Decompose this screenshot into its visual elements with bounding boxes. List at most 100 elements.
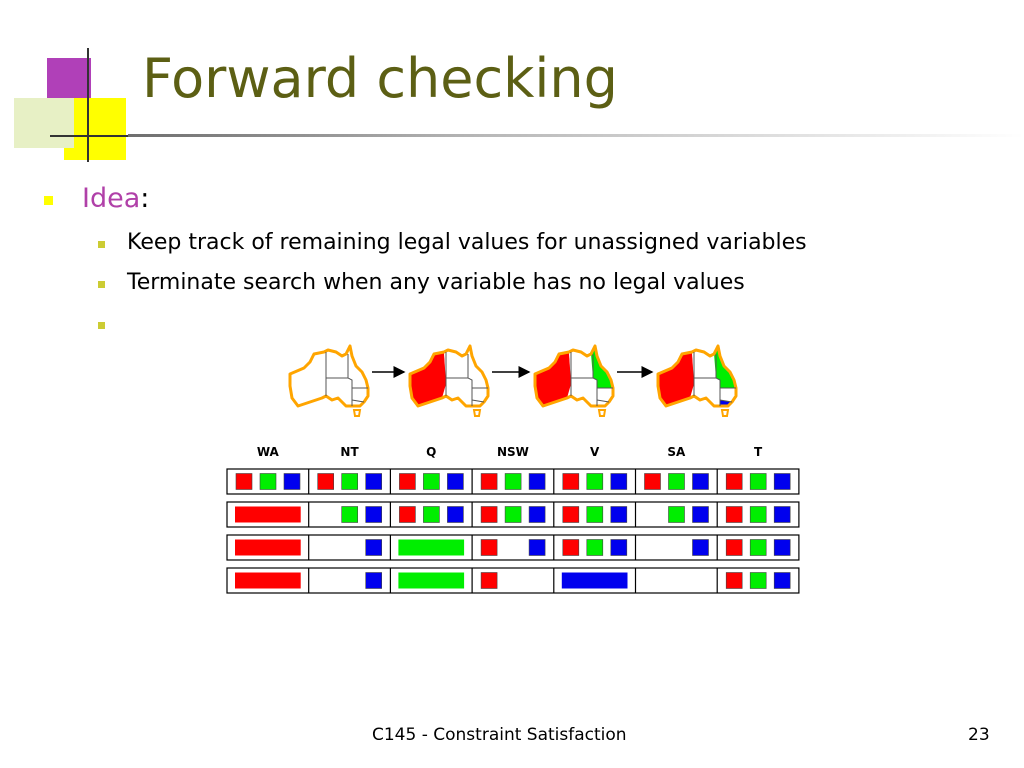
variable-header-t: T bbox=[754, 445, 763, 459]
bullet-level1-marker bbox=[44, 196, 53, 205]
domain-value-green bbox=[504, 506, 522, 523]
logo-yellow-square bbox=[64, 98, 126, 160]
bullet-level2-marker-empty bbox=[98, 322, 105, 329]
map-state-border bbox=[715, 354, 721, 406]
domain-value-green bbox=[749, 473, 767, 490]
domain-value-blue bbox=[773, 572, 791, 589]
assigned-value-bar-wa bbox=[235, 572, 301, 589]
domain-value-green bbox=[341, 473, 358, 490]
map-state-border bbox=[471, 399, 485, 403]
domain-value-red bbox=[644, 473, 661, 490]
variable-header-row: WA NT Q NSW V SA T bbox=[257, 445, 763, 459]
assigned-value-bar-q bbox=[398, 572, 465, 589]
domain-row-frame bbox=[226, 534, 800, 561]
domain-value-red bbox=[399, 506, 416, 523]
variable-header-v: V bbox=[590, 445, 600, 459]
domain-value-red bbox=[235, 473, 253, 490]
domain-value-blue bbox=[365, 572, 382, 589]
domain-row bbox=[226, 501, 800, 528]
domain-value-red bbox=[480, 572, 498, 589]
map-tasmania-outline bbox=[720, 409, 730, 417]
domain-value-green bbox=[668, 506, 685, 523]
domain-value-red bbox=[562, 473, 580, 490]
domain-value-blue bbox=[773, 473, 791, 490]
map-state-border bbox=[719, 399, 733, 403]
domain-value-green bbox=[749, 539, 767, 556]
domain-value-blue bbox=[528, 539, 546, 556]
domain-value-red bbox=[317, 473, 334, 490]
domain-value-red bbox=[480, 539, 498, 556]
map-state-border bbox=[347, 354, 353, 406]
domain-value-blue bbox=[773, 539, 791, 556]
logo-green-square bbox=[14, 98, 74, 148]
domain-value-blue bbox=[447, 473, 464, 490]
bullet-keep-track: Keep track of remaining legal values for… bbox=[127, 230, 807, 255]
bullet-idea: Idea: bbox=[82, 181, 149, 217]
map-state-border bbox=[351, 399, 365, 403]
map-region-wa bbox=[290, 352, 326, 406]
domain-value-blue bbox=[365, 506, 382, 523]
domain-value-green bbox=[423, 473, 440, 490]
domain-row bbox=[226, 567, 800, 594]
domain-table bbox=[226, 468, 800, 594]
map-region-sa bbox=[446, 378, 472, 406]
variable-header-nsw: NSW bbox=[497, 445, 529, 459]
domain-value-blue bbox=[692, 473, 709, 490]
domain-value-blue bbox=[773, 506, 791, 523]
domain-value-red bbox=[399, 473, 416, 490]
domain-value-green bbox=[423, 506, 440, 523]
domain-value-green bbox=[504, 473, 522, 490]
map-state-border bbox=[467, 354, 473, 406]
slide-title: Forward checking bbox=[142, 47, 618, 110]
map-state-border bbox=[596, 399, 610, 403]
map-region-wa bbox=[535, 352, 571, 406]
domain-value-blue bbox=[365, 539, 382, 556]
map-state-border bbox=[592, 354, 598, 406]
map-region-sa bbox=[571, 378, 597, 406]
variable-header-wa: WA bbox=[257, 445, 280, 459]
domain-value-red bbox=[562, 506, 580, 523]
map-region-nsw bbox=[472, 388, 488, 402]
australia-map bbox=[408, 344, 490, 417]
domain-value-blue bbox=[365, 473, 382, 490]
map-region-sa bbox=[326, 378, 352, 406]
domain-value-blue bbox=[610, 539, 628, 556]
variable-header-nt: NT bbox=[340, 445, 359, 459]
map-region-nsw bbox=[597, 388, 613, 402]
domain-value-green bbox=[259, 473, 277, 490]
assigned-value-bar-v bbox=[561, 572, 628, 589]
domain-value-blue bbox=[610, 473, 628, 490]
domain-value-red bbox=[480, 506, 498, 523]
assigned-value-bar-wa bbox=[235, 506, 301, 523]
domain-value-green bbox=[586, 539, 604, 556]
domain-value-blue bbox=[610, 506, 628, 523]
domain-row bbox=[226, 534, 800, 561]
domain-value-green bbox=[341, 506, 358, 523]
domain-value-red bbox=[562, 539, 580, 556]
domain-value-red bbox=[725, 572, 743, 589]
map-region-nsw bbox=[352, 388, 368, 402]
domain-value-blue bbox=[692, 539, 709, 556]
page-number: 23 bbox=[968, 725, 990, 745]
domain-value-green bbox=[586, 506, 604, 523]
domain-value-blue bbox=[447, 506, 464, 523]
map-tasmania-outline bbox=[352, 409, 362, 417]
domain-row bbox=[226, 468, 800, 495]
domain-row-frame bbox=[226, 567, 800, 594]
map-tasmania-outline bbox=[472, 409, 482, 417]
bullet-level2-marker bbox=[98, 241, 105, 248]
assigned-value-bar-q bbox=[398, 539, 465, 556]
map-sequence bbox=[288, 344, 738, 417]
domain-value-red bbox=[725, 473, 743, 490]
map-region-wa bbox=[410, 352, 446, 406]
domain-value-green bbox=[749, 506, 767, 523]
australia-map bbox=[288, 344, 370, 417]
australia-map bbox=[533, 344, 615, 417]
domain-value-blue bbox=[283, 473, 301, 490]
idea-colon: : bbox=[140, 183, 150, 214]
variable-header-q: Q bbox=[426, 445, 436, 459]
bullet-level2-marker bbox=[98, 281, 105, 288]
domain-value-red bbox=[480, 473, 498, 490]
forward-checking-figure: WA NT Q NSW V SA T bbox=[226, 344, 800, 594]
variable-header-sa: SA bbox=[667, 445, 686, 459]
